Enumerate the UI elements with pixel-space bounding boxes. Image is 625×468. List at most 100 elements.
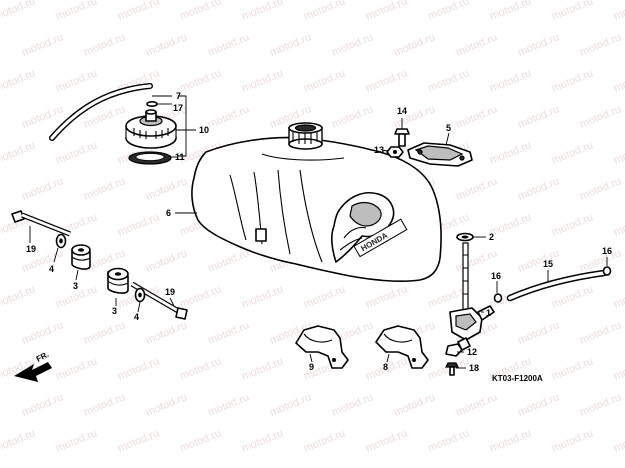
- watermark-text: motod.ru: [206, 247, 251, 274]
- watermark-text: motod.ru: [516, 319, 561, 346]
- breather-tube: [49, 83, 153, 141]
- watermark-text: motod.ru: [302, 283, 347, 310]
- watermark-text: motod.ru: [426, 67, 471, 94]
- watermark-text: motod.ru: [612, 67, 625, 94]
- watermark-text: motod.ru: [240, 0, 285, 23]
- watermark-text: motod.ru: [82, 31, 127, 58]
- watermark-text: motod.ru: [454, 103, 499, 130]
- watermark-text: motod.ru: [550, 427, 595, 454]
- fuel-cap: [125, 109, 177, 149]
- fuel-cock-nut: [445, 343, 463, 357]
- watermark-text: motod.ru: [302, 67, 347, 94]
- watermark-text: motod.ru: [364, 283, 409, 310]
- watermark-text: motod.ru: [426, 0, 471, 23]
- watermark-text: motod.ru: [54, 355, 99, 382]
- cap-gasket: [128, 151, 172, 165]
- watermark-text: motod.ru: [116, 355, 161, 382]
- watermark-text: motod.ru: [392, 391, 437, 418]
- watermark-text: motod.ru: [550, 0, 595, 23]
- callout-16-lower: 16: [491, 271, 501, 281]
- watermark-text: motod.ru: [550, 139, 595, 166]
- watermark-text: motod.ru: [0, 67, 37, 94]
- watermark-text: motod.ru: [488, 67, 533, 94]
- watermark-text: motod.ru: [54, 0, 99, 23]
- watermark-text: motod.ru: [178, 0, 223, 23]
- watermark-text: motod.ru: [612, 211, 625, 238]
- tube-clip: [146, 101, 158, 108]
- watermark-text: motod.ru: [178, 355, 223, 382]
- watermark-text: motod.ru: [364, 427, 409, 454]
- tank-bracket-left: [295, 325, 349, 369]
- watermark-text: motod.ru: [454, 31, 499, 58]
- callout-18: 18: [469, 363, 479, 373]
- collar-right: [134, 287, 146, 303]
- watermark-text: motod.ru: [54, 67, 99, 94]
- watermark-text: motod.ru: [578, 175, 623, 202]
- watermark-text: motod.ru: [0, 139, 37, 166]
- watermark-text: motod.ru: [302, 427, 347, 454]
- watermark-text: motod.ru: [82, 319, 127, 346]
- callout-11: 11: [175, 152, 185, 162]
- callout-12: 12: [467, 347, 477, 357]
- watermark-text: motod.ru: [578, 391, 623, 418]
- callout-3-left: 3: [73, 281, 78, 291]
- callout-3-right: 3: [112, 306, 117, 316]
- watermark-text: motod.ru: [116, 0, 161, 23]
- watermark-text: motod.ru: [330, 31, 375, 58]
- watermark-text: motod.ru: [516, 31, 561, 58]
- watermark-text: motod.ru: [516, 391, 561, 418]
- fuel-hose: [506, 269, 608, 302]
- watermark-text: motod.ru: [268, 31, 313, 58]
- watermark-text: motod.ru: [392, 31, 437, 58]
- bracket-bolt: [394, 128, 410, 147]
- watermark-text: motod.ru: [144, 391, 189, 418]
- callout-6: 6: [166, 208, 171, 218]
- callout-4-left: 4: [49, 264, 54, 274]
- watermark-text: motod.ru: [178, 427, 223, 454]
- watermark-text: motod.ru: [578, 103, 623, 130]
- watermark-text: motod.ru: [20, 103, 65, 130]
- watermark-text: motod.ru: [364, 0, 409, 23]
- leader-lines: [29, 95, 608, 369]
- watermark-text: motod.ru: [20, 319, 65, 346]
- rubber-mount-right: [107, 267, 129, 294]
- watermark-text: motod.ru: [206, 319, 251, 346]
- callout-19-left: 19: [26, 244, 36, 254]
- watermark-text: motod.ru: [578, 319, 623, 346]
- watermark-text: motod.ru: [206, 103, 251, 130]
- watermark-text: motod.ru: [54, 139, 99, 166]
- callout-numbers: 7 17 10 11 14 5 13 6 2 19 4 3 3 4 19 16 …: [26, 91, 612, 373]
- hose-clip-lower: [493, 293, 503, 303]
- watermark-text: motod.ru: [240, 355, 285, 382]
- watermark-text: motod.ru: [550, 67, 595, 94]
- watermark-text: motod.ru: [302, 0, 347, 23]
- callout-4-right: 4: [134, 312, 139, 322]
- callout-13: 13: [374, 145, 384, 155]
- watermark-text: motod.ru: [240, 67, 285, 94]
- mount-bolt-left: [11, 210, 71, 237]
- watermark-text: motod.ru: [364, 67, 409, 94]
- tank-bracket-right: [375, 325, 429, 369]
- watermark-text: motod.ru: [612, 427, 625, 454]
- watermark-text: motod.ru: [20, 175, 65, 202]
- watermark-text: motod.ru: [82, 391, 127, 418]
- collar-left: [55, 233, 67, 249]
- callout-9: 9: [309, 362, 314, 372]
- callout-19-right: 19: [165, 287, 175, 297]
- watermark-text: motod.ru: [206, 31, 251, 58]
- watermark-text: motod.ru: [426, 355, 471, 382]
- watermark-text: motod.ru: [426, 427, 471, 454]
- watermark-text: motod.ru: [454, 391, 499, 418]
- watermark-text: motod.ru: [488, 427, 533, 454]
- fuel-cock: [449, 242, 495, 351]
- fuel-cock-washer: [456, 232, 474, 242]
- callout-1: 1: [486, 308, 491, 318]
- watermark-text: motod.ru: [20, 31, 65, 58]
- hose-clip-upper: [602, 266, 612, 276]
- callout-8: 8: [383, 362, 388, 372]
- watermark-text: motod.ru: [0, 427, 37, 454]
- watermark-text: motod.ru: [268, 391, 313, 418]
- watermark-text: motod.ru: [20, 391, 65, 418]
- watermark-text: motod.ru: [612, 0, 625, 23]
